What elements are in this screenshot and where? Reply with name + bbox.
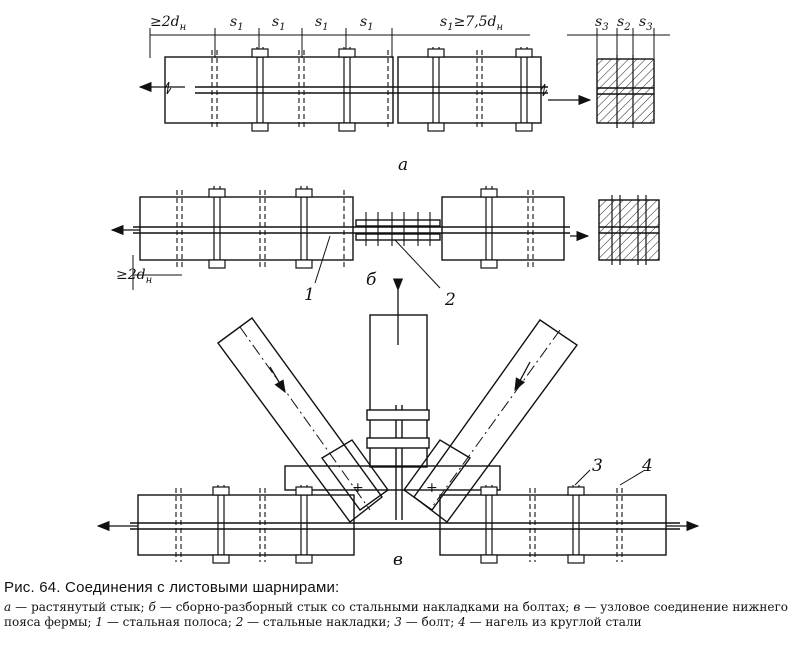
caption-item-4-text: — нагель из круглой стали [465,615,642,629]
svg-text:+: + [426,480,438,496]
caption-legend: а — растянутый стык; б — сборно-разборны… [4,600,788,630]
part-a-spacing-rule: s1≥7,5dн [440,14,503,33]
figure-drawing: + + [96,14,700,570]
part-b-label: б [366,270,377,290]
part-b-joint [110,186,660,290]
part-a-edge-dim: ≥2dн [150,14,186,33]
part-v-label: в [393,550,403,570]
caption-item-a-text: — растянутый стык; [11,600,149,614]
part-b-edge-dim: ≥2dн [116,267,152,286]
part-a-joint [138,28,670,132]
caption-item-v-letter: в [573,600,581,614]
caption-item-3-text: — болт; [401,615,459,629]
part-a-label: а [398,155,408,175]
part-a-s1-dim-2: s1 [272,14,286,33]
part-a-s1-dim-4: s1 [360,14,374,33]
figure-caption: Рис. 64. Соединения с листовыми шарнирам… [4,579,788,630]
part-a-s1-dim-3: s1 [315,14,329,33]
caption-item-2-text: — стальные накладки; [243,615,395,629]
part-a-s1-dim-1: s1 [230,14,244,33]
part-a-s2-dim: s2 [617,14,631,33]
caption-item-b-letter: б [148,600,156,614]
part-a-s3-dim-left: s3 [595,14,609,33]
callout-3: 3 [592,456,603,476]
callout-2: 2 [444,290,456,310]
caption-item-3-number: 3 [394,615,402,629]
part-a-s3-dim-right: s3 [639,14,653,33]
callout-4: 4 [641,456,653,476]
caption-item-4-number: 4 [458,615,466,629]
caption-item-1-number: 1 [95,615,104,629]
callout-1: 1 [304,285,315,305]
caption-item-2-number: 2 [235,615,244,629]
caption-item-b-text: — сборно-разборный стык со стальными нак… [155,600,574,614]
svg-text:+: + [352,480,364,496]
part-v-truss-node: + + [96,278,700,564]
caption-title: Рис. 64. Соединения с листовыми шарнирам… [4,579,340,596]
caption-item-v-text: — узловое соединение нижнего пояса фермы… [4,600,792,629]
caption-item-1-text: — стальная полоса; [103,615,236,629]
caption-item-a-letter: а [4,600,12,614]
